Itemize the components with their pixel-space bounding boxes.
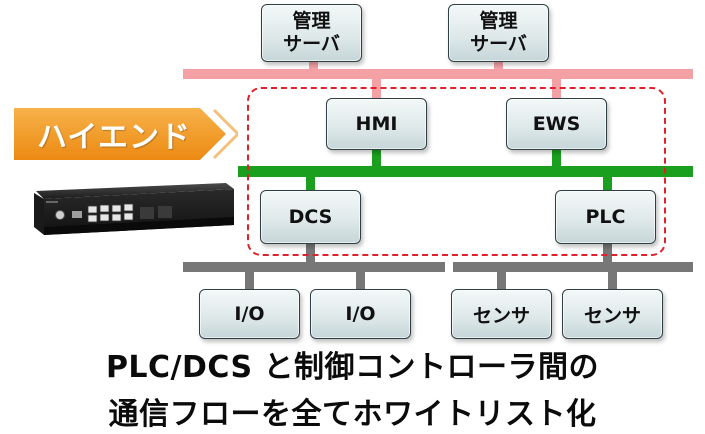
server-1-label-line2: サーバ (283, 33, 340, 55)
hmi-node: HMI (326, 98, 427, 150)
network-switch-icon (34, 183, 234, 235)
plc-ctrl-stub (603, 175, 612, 190)
dcs-ctrl-stub (306, 175, 315, 190)
highend-scope-region (247, 87, 666, 256)
io-node-2: I/O (310, 289, 411, 339)
io-2-stub (356, 270, 365, 290)
io-1-stub (245, 270, 254, 290)
sensor-2-label: センサ (583, 304, 641, 327)
sensor-2-stub (608, 270, 617, 290)
server-1-stub (309, 60, 318, 72)
ews-node: EWS (506, 98, 607, 150)
caption-line-1: PLC/DCS と制御コントローラ間の (105, 350, 600, 385)
dcs-node: DCS (260, 190, 361, 244)
tag-arrow-shape (14, 108, 238, 160)
io-1-label: I/O (234, 303, 265, 325)
plc-label: PLC (585, 206, 626, 228)
caption-line-2: 通信フローを全てホワイトリスト化 (108, 397, 597, 432)
ews-label: EWS (532, 113, 581, 135)
server-2-stub (494, 60, 503, 72)
highend-tag: ハイエンド (14, 108, 238, 160)
field-network-line-left (183, 262, 445, 272)
sensor-node-1: センサ (451, 289, 552, 339)
management-network-line (183, 69, 693, 79)
server-1-label-line1: 管理 (292, 10, 331, 32)
sensor-node-2: センサ (562, 289, 663, 339)
dcs-label: DCS (288, 206, 333, 228)
io-2-label: I/O (345, 303, 376, 325)
server-2-label-line2: サーバ (470, 33, 527, 55)
ews-ctrl-stub (552, 150, 561, 168)
sensor-1-label: センサ (472, 304, 530, 327)
hmi-label: HMI (355, 113, 398, 135)
sensor-1-stub (497, 270, 506, 290)
hmi-ctrl-stub (372, 150, 381, 168)
highend-tag-label: ハイエンド (36, 120, 192, 155)
control-network-line (238, 166, 693, 177)
field-network-line-right (453, 262, 693, 272)
management-server-1: 管理 サーバ (261, 4, 362, 62)
plc-node: PLC (555, 190, 656, 244)
server-2-label-line1: 管理 (479, 10, 518, 32)
management-server-2: 管理 サーバ (448, 4, 549, 62)
io-node-1: I/O (199, 289, 300, 339)
